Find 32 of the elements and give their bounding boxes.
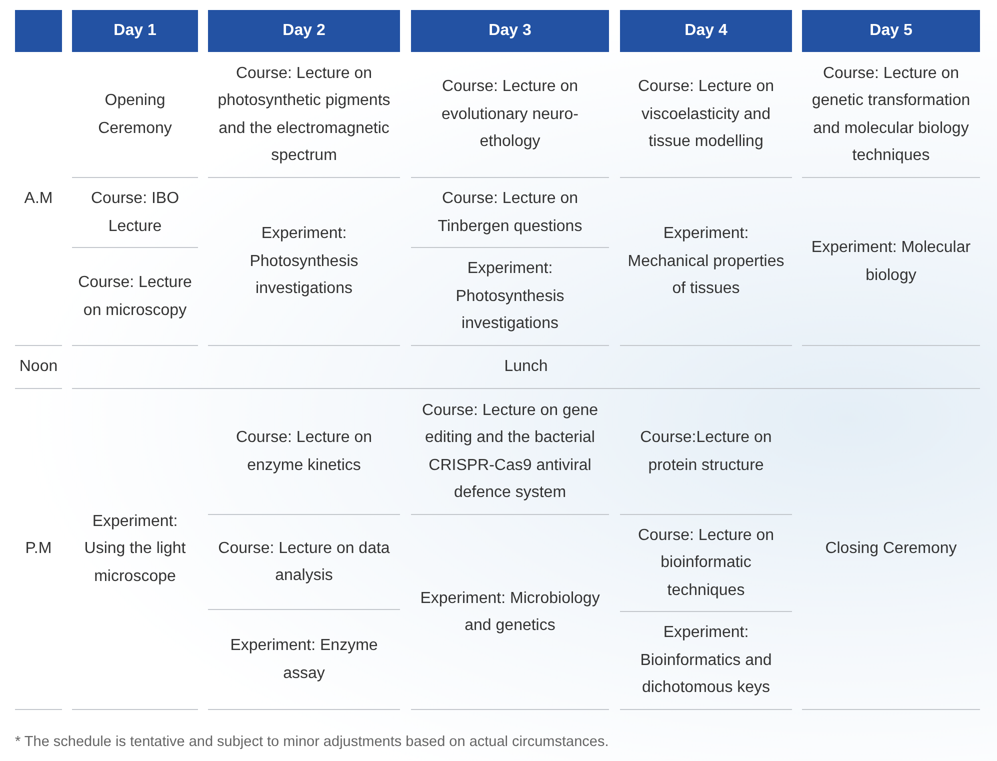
day-header: Day 5 <box>802 10 980 52</box>
schedule-cell: A.M <box>15 52 62 346</box>
schedule-cell: Course: Lecture on bioinformatic techniques <box>620 515 792 612</box>
schedule-cell: Experiment: Mechanical properties of tissues <box>620 178 792 346</box>
schedule-cell: Course:Lecture on protein structure <box>620 389 792 515</box>
schedule-cell: Course: Lecture on genetic transformation and molecular biology techniques <box>802 52 980 178</box>
schedule-cell: P.M <box>15 389 62 710</box>
schedule-cell: Opening Ceremony <box>72 52 198 178</box>
schedule-cell: Noon <box>15 346 62 389</box>
schedule-cell: Course: Lecture on enzyme kinetics <box>208 389 400 515</box>
schedule-cell: Course: IBO Lecture <box>72 178 198 248</box>
schedule-cell: Experiment: Photosynthesis investigations <box>411 248 609 346</box>
schedule-cell: Experiment: Microbiology and genetics <box>411 515 609 710</box>
day-header: Day 3 <box>411 10 609 52</box>
schedule-cell: Course: Lecture on photosynthetic pigments and the electromagnetic spectrum <box>208 52 400 178</box>
schedule-cell: Closing Ceremony <box>802 389 980 710</box>
schedule-cell: Course: Lecture on viscoelasticity and tissue modelling <box>620 52 792 178</box>
schedule-cell: Course: Lecture on microscopy <box>72 248 198 346</box>
schedule-cell: Course: Lecture on Tinbergen questions <box>411 178 609 248</box>
schedule-cell: Experiment: Bioinformatics and dichotomous keys <box>620 612 792 710</box>
footnote: * The schedule is tentative and subject to minor adjustments based on actual circumstances. <box>15 734 609 750</box>
schedule-cell: Experiment: Enzyme assay <box>208 610 400 710</box>
day-header: Day 1 <box>72 10 198 52</box>
schedule-cell: Experiment: Using the light microscope <box>72 389 198 710</box>
schedule-cell: Experiment: Molecular biology <box>802 178 980 346</box>
schedule-cell: Experiment: Photosynthesis investigations <box>208 178 400 346</box>
schedule-cell: Lunch <box>72 346 980 389</box>
day-header: Day 4 <box>620 10 792 52</box>
schedule-cell: Course: Lecture on data analysis <box>208 515 400 610</box>
schedule-cell: Course: Lecture on evolutionary neuro-ethology <box>411 52 609 178</box>
day-header: Day 2 <box>208 10 400 52</box>
schedule-cell: Course: Lecture on gene editing and the bacterial CRISPR-Cas9 antiviral defence system <box>411 389 609 515</box>
